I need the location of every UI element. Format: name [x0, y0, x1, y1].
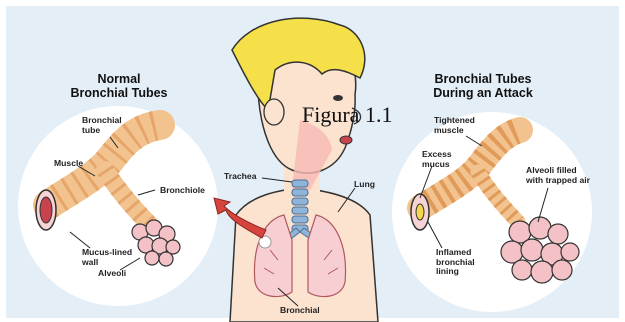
label-inflamed-line3: lining — [436, 267, 475, 277]
label-trachea: Trachea — [224, 172, 257, 182]
label-alveoli: Alveoli — [98, 269, 126, 279]
label-excess-line2: mucus — [422, 160, 452, 170]
label-alveoli-filled-line2: with trapped air — [526, 176, 590, 186]
label-tightened-muscle: Tightened muscle — [434, 116, 475, 135]
label-mucus-lined-wall: Mucus-lined wall — [82, 248, 132, 267]
label-bronchial-tube: Bronchial tube — [82, 116, 122, 135]
figure-caption: Figura 1.1 — [302, 102, 392, 128]
label-mucus-lined-line2: wall — [82, 258, 132, 268]
normal-heading-line1: Normal — [58, 72, 180, 86]
attack-heading-line1: Bronchial Tubes — [418, 72, 548, 86]
label-muscle: Muscle — [54, 159, 83, 169]
label-lung: Lung — [354, 180, 375, 190]
label-excess-mucus: Excess mucus — [422, 150, 452, 169]
label-bronchial-tube-line2: tube — [82, 126, 122, 136]
label-tightened-line2: muscle — [434, 126, 475, 136]
label-bronchial: Bronchial — [280, 306, 320, 316]
label-alveoli-filled: Alveoli filled with trapped air — [526, 166, 590, 185]
attack-bronchial-diagram — [392, 112, 592, 312]
normal-heading-line2: Bronchial Tubes — [58, 86, 180, 100]
attack-heading: Bronchial Tubes During an Attack — [418, 72, 548, 100]
normal-heading: Normal Bronchial Tubes — [58, 72, 180, 100]
label-inflamed-lining: Inflamed bronchial lining — [436, 248, 475, 277]
attack-heading-line2: During an Attack — [418, 86, 548, 100]
label-bronchiole: Bronchiole — [160, 186, 205, 196]
